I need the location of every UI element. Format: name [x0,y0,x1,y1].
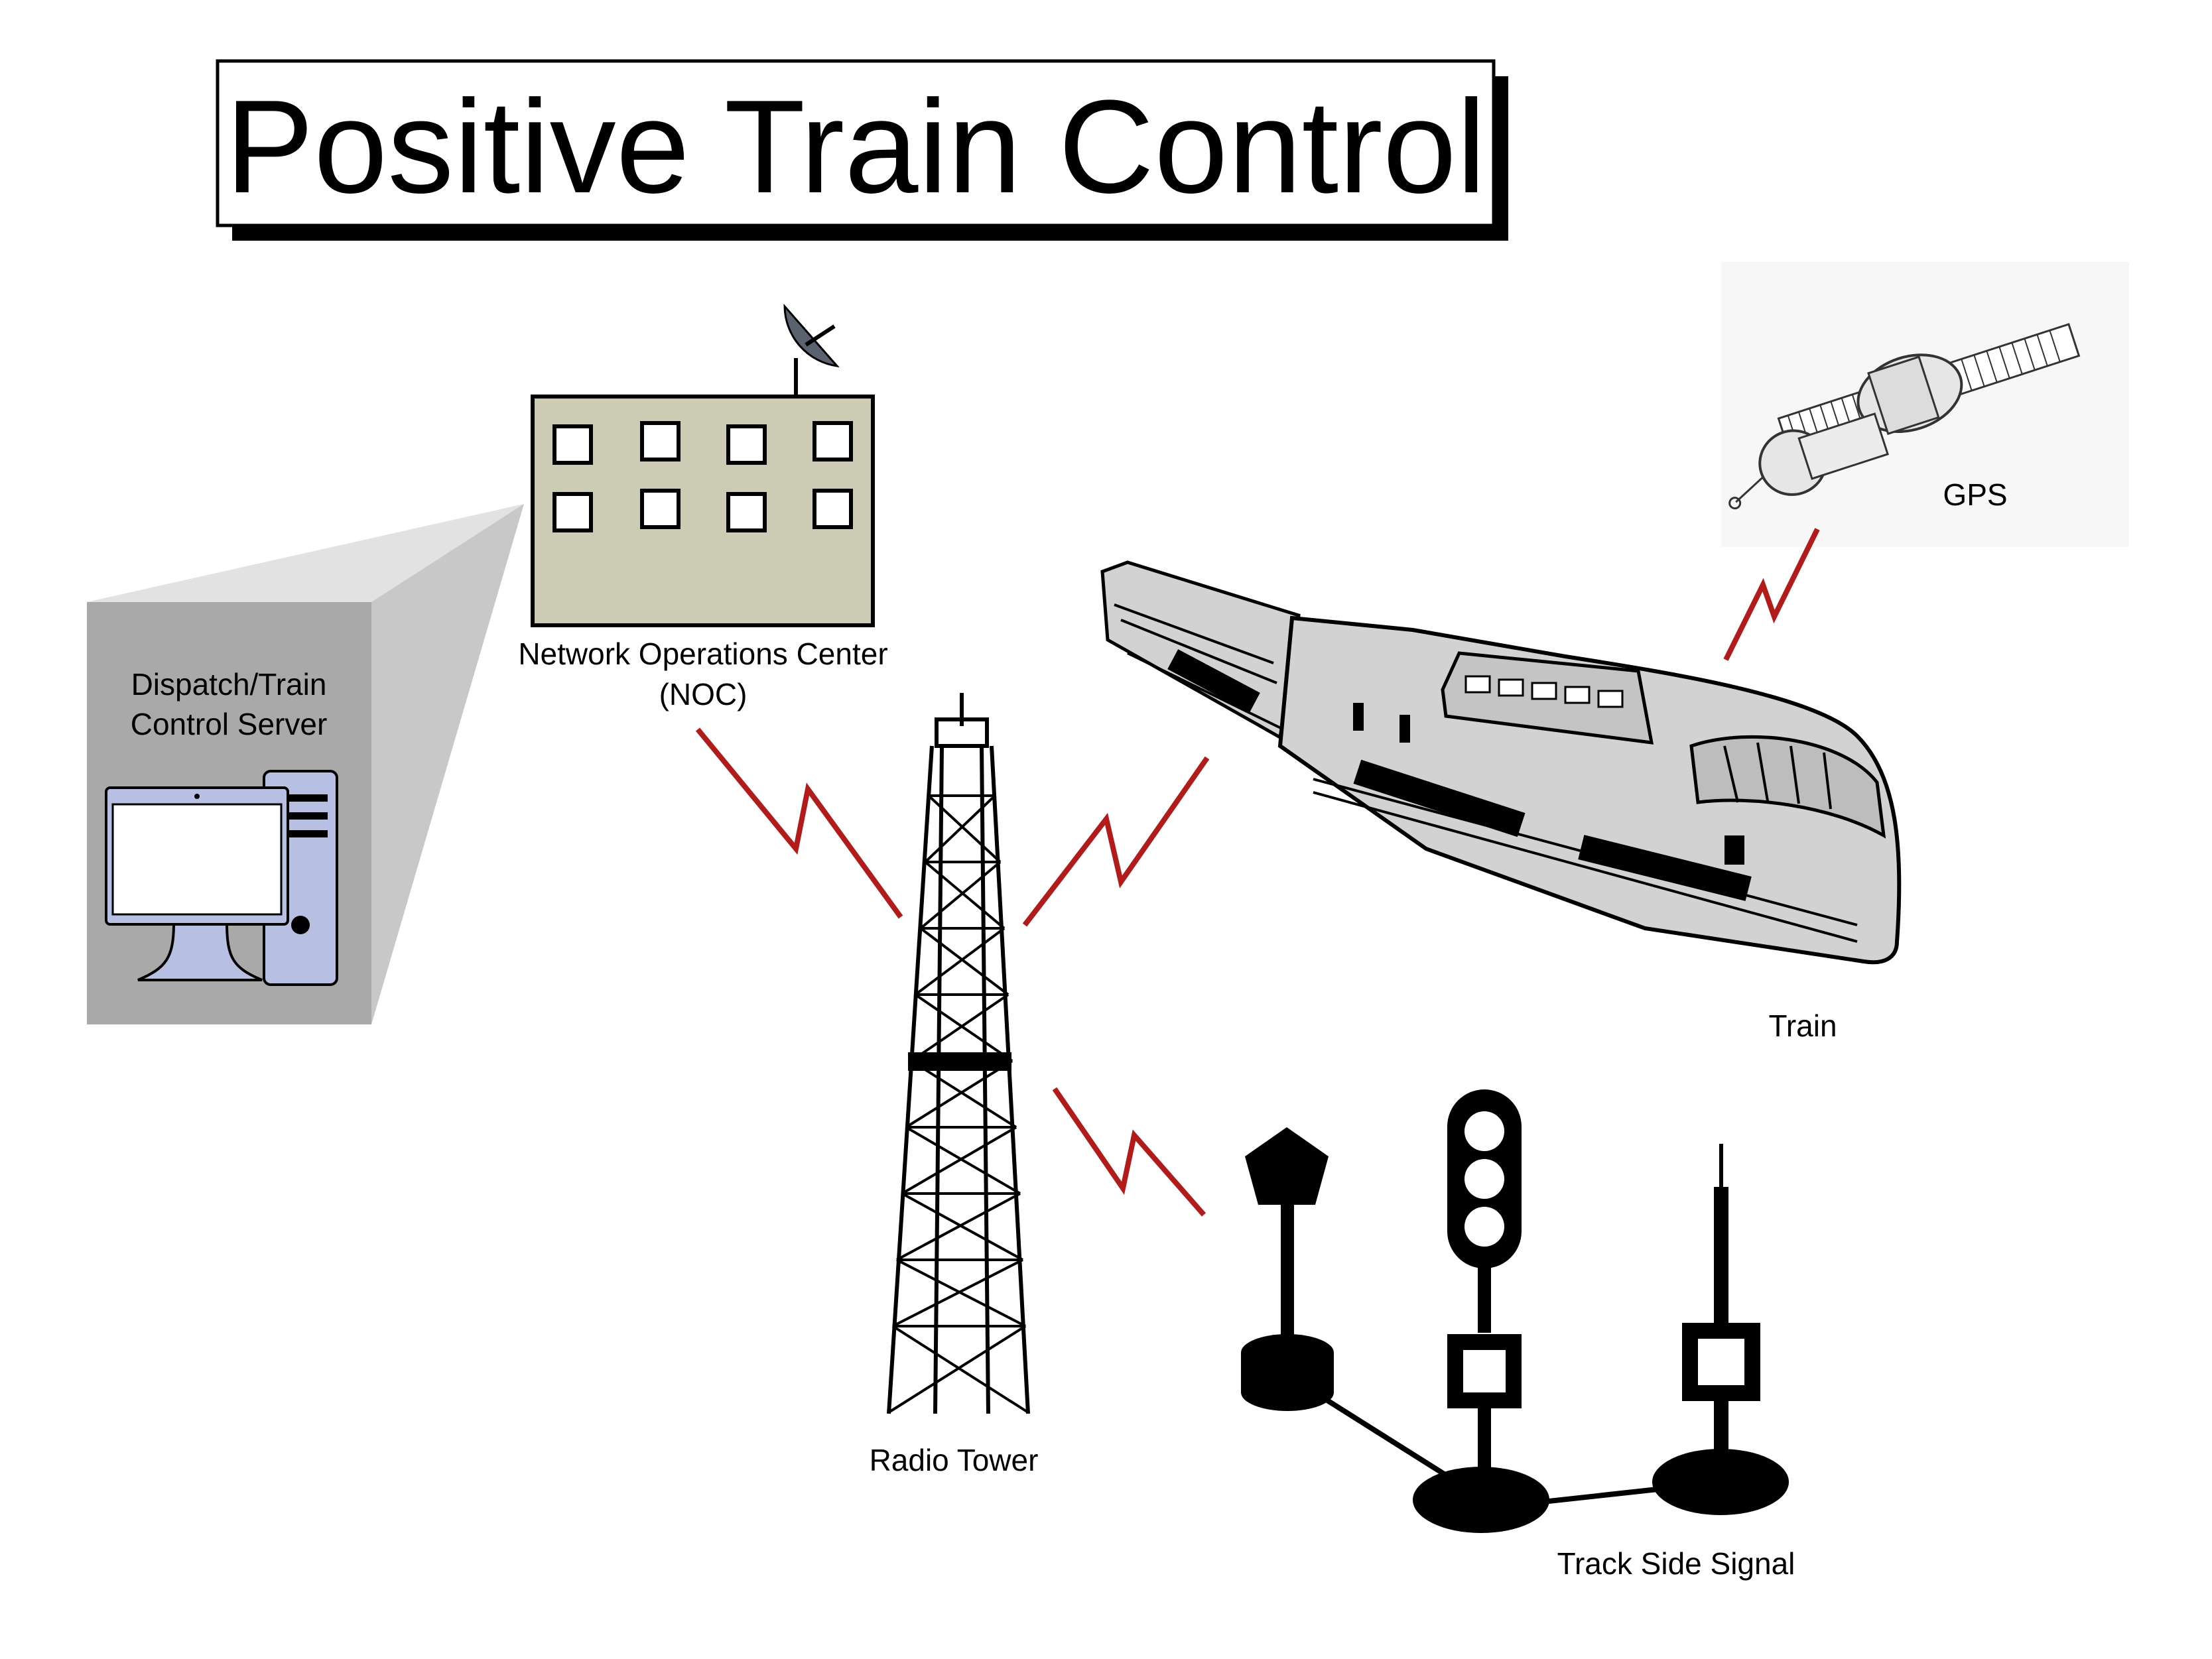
page-title: Positive Train Control [226,73,1486,221]
radio-tower-label: Radio Tower [870,1443,1039,1477]
train-icon: Train [1100,560,1902,1043]
pentagon-signal-icon [1241,1127,1334,1411]
monitor-icon [105,786,289,981]
satellite-dish-icon [783,303,840,397]
server-label-line1: Dispatch/Train [131,667,327,702]
train-wheels [1167,649,1752,901]
train-label: Train [1768,1009,1837,1043]
noc-tower-link [695,727,903,919]
mast-signal-icon [1682,1144,1760,1455]
tower-signal-link [1052,1087,1206,1217]
train-gps-link [1723,528,1820,661]
signal-label: Track Side Signal [1557,1546,1795,1581]
radio-links [695,528,1820,1217]
gps-label: GPS [1943,477,2007,512]
server-icon: Dispatch/Train Control Server [87,504,524,1024]
server-label-line2: Control Server [131,707,328,741]
traffic-light-signal-icon [1447,1089,1522,1480]
building-icon: Network Operations Center (NOC) [518,303,888,711]
radio-tower-icon: Radio Tower [870,693,1039,1477]
satellite-icon: GPS [1721,262,2129,547]
signal-icon: Track Side Signal [1241,1089,1795,1581]
tower-train-link [1022,756,1210,927]
title-box: Positive Train Control [216,59,1508,241]
noc-label-line1: Network Operations Center [518,637,887,671]
noc-label-line2: (NOC) [659,677,748,711]
